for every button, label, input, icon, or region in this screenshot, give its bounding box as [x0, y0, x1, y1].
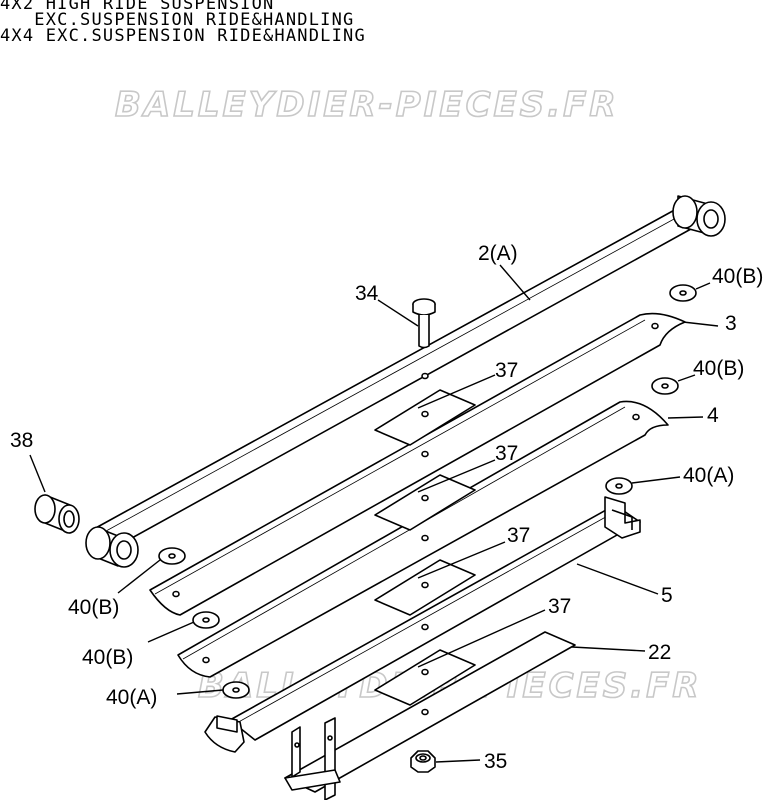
- header-line-2: EXC.SUSPENSION RIDE&HANDLING: [0, 10, 355, 30]
- pad-part-37-b: [374, 474, 476, 531]
- overload-leaf-part-5: [204, 496, 641, 753]
- pad-part-37-a: [374, 389, 476, 446]
- callout-40b-1: 40(B): [712, 265, 763, 288]
- callout-37-1: 37: [495, 359, 518, 382]
- callout-4: 4: [707, 404, 719, 427]
- bushing-part-38: [34, 494, 80, 534]
- leaf-part-4: [177, 400, 669, 678]
- callout-2a: 2(A): [478, 242, 518, 265]
- callout-40a-1: 40(A): [683, 464, 734, 487]
- watermark-top: BALLEYDIER-PIECES.FR: [115, 85, 619, 125]
- pad-part-37-c: [374, 559, 476, 616]
- callout-35: 35: [484, 750, 507, 773]
- washer-part-40a-2: [222, 681, 250, 699]
- bottom-plate-part-22: [284, 631, 576, 800]
- nut-part-35: [410, 750, 436, 773]
- center-bolt-part-34: [412, 298, 436, 349]
- header-line-3: 4X4 EXC.SUSPENSION RIDE&HANDLING: [0, 26, 366, 46]
- callout-37-3: 37: [507, 524, 530, 547]
- callout-40a-2: 40(A): [106, 686, 157, 709]
- callout-3: 3: [725, 312, 737, 335]
- callout-22: 22: [648, 641, 671, 664]
- callout-40b-4: 40(B): [82, 646, 133, 669]
- callout-40b-3: 40(B): [68, 596, 119, 619]
- washer-part-40b-2: [651, 377, 679, 395]
- callout-37-4: 37: [548, 595, 571, 618]
- washer-part-40a-1: [605, 477, 633, 495]
- callout-34: 34: [355, 282, 379, 305]
- pad-part-37-d: [374, 649, 476, 706]
- washer-part-40b-3: [158, 547, 186, 565]
- washer-part-40b-4: [192, 611, 220, 629]
- main-leaf-part-2a: [85, 195, 726, 568]
- leader-lines: [29, 264, 719, 763]
- callout-40b-2: 40(B): [693, 357, 744, 380]
- callout-38: 38: [10, 429, 33, 452]
- callout-5: 5: [661, 584, 673, 607]
- washer-part-40b-1: [669, 284, 697, 302]
- leaf-part-3: [149, 312, 686, 616]
- callout-37-2: 37: [495, 442, 518, 465]
- header-line-1: 4X2 HIGH RIDE SUSPENSION: [0, 0, 275, 14]
- diagram-header: 4X2 HIGH RIDE SUSPENSION EXC.SUSPENSION …: [0, 0, 366, 46]
